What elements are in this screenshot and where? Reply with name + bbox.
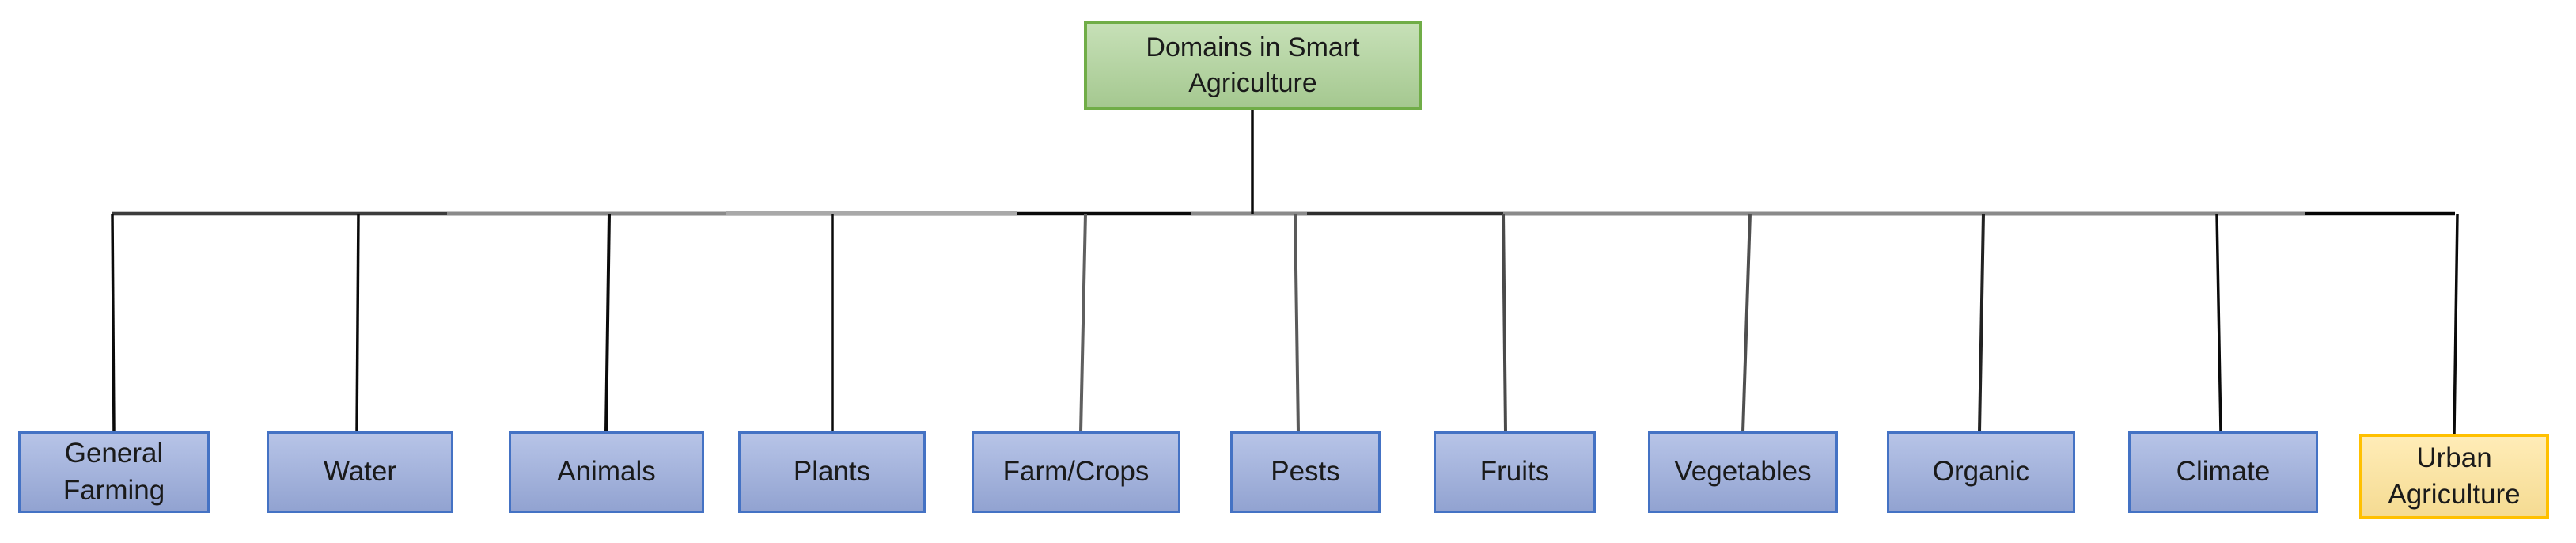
connector-drop-organic: [1978, 213, 1985, 433]
node-farm-crops-label: Farm/Crops: [1002, 456, 1150, 488]
node-domains-in-smart-agriculture: Domains in Smart Agriculture: [1084, 21, 1422, 110]
connector-drop-climate: [2215, 213, 2222, 433]
node-general-farming: General Farming: [18, 431, 210, 513]
connector-drop-farm-crops: [1079, 213, 1087, 433]
node-plants-label: Plants: [793, 456, 871, 488]
node-vegetables-label: Vegetables: [1674, 456, 1812, 488]
connector-drop-animals: [604, 213, 611, 433]
node-vegetables: Vegetables: [1648, 431, 1838, 513]
node-organic-label: Organic: [1932, 456, 2030, 488]
node-general-farming-label: General Farming: [63, 438, 165, 506]
connector-drop-water: [355, 213, 360, 433]
node-climate: Climate: [2128, 431, 2318, 513]
node-water-label: Water: [323, 456, 397, 488]
node-plants: Plants: [738, 431, 926, 513]
node-organic: Organic: [1887, 431, 2075, 513]
node-fruits: Fruits: [1434, 431, 1596, 513]
connector-drop-pests: [1294, 213, 1300, 433]
node-pests: Pests: [1230, 431, 1381, 513]
node-urban-agriculture-label: Urban Agriculture: [2388, 442, 2521, 510]
node-water: Water: [267, 431, 453, 513]
node-urban-agriculture: Urban Agriculture: [2359, 434, 2549, 519]
connector-drop-urban-agriculture: [2453, 213, 2459, 435]
node-climate-label: Climate: [2176, 456, 2271, 488]
node-animals: Animals: [509, 431, 704, 513]
connector-drop-fruits: [1502, 213, 1507, 433]
node-animals-label: Animals: [557, 456, 656, 488]
node-pests-label: Pests: [1271, 456, 1340, 488]
node-fruits-label: Fruits: [1479, 456, 1550, 488]
node-farm-crops: Farm/Crops: [972, 431, 1180, 513]
node-domains-in-smart-agriculture-label: Domains in Smart Agriculture: [1146, 32, 1360, 98]
connector-drop-vegetables: [1741, 213, 1752, 433]
connector-drop-general-farming: [111, 213, 116, 433]
